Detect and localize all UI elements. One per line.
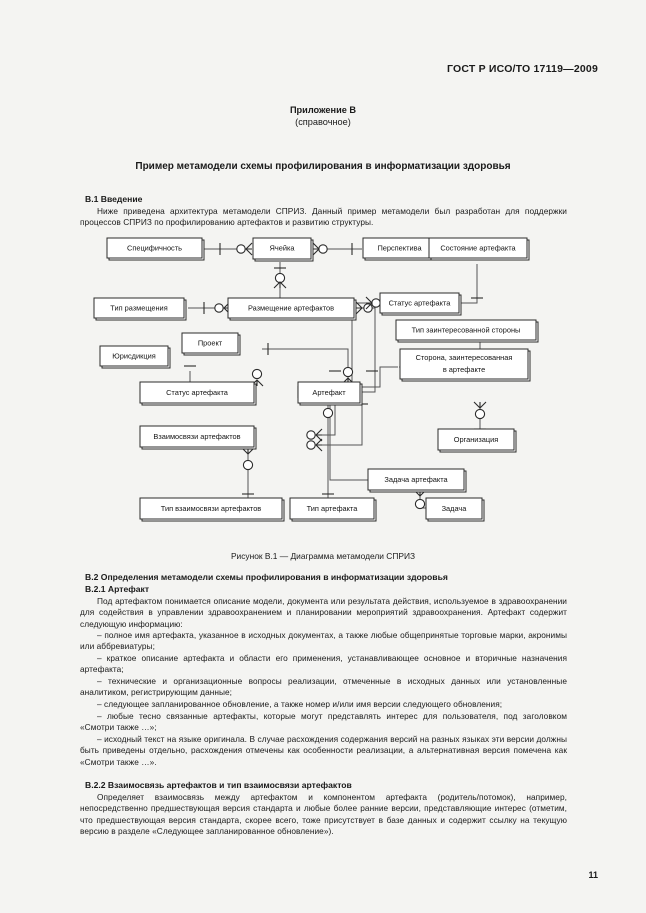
entity-artifact-placement: Размещение артефактов — [227, 297, 357, 321]
annex-title: Приложение В — [289, 105, 357, 115]
page-number: 11 — [588, 870, 598, 880]
figure-b1-diagram: Специфичность Ячейка Перспектива Состоян… — [80, 232, 580, 547]
standard-number: ГОСТ Р ИСО/ТО 17119—2009 — [446, 63, 598, 75]
entity-project: Проект — [181, 332, 241, 356]
entity-label: Тип артефакта — [307, 504, 359, 513]
bullet-item: – исходный текст на языке оригинала. В с… — [80, 734, 567, 767]
entity-label: Сторона, заинтересованная — [416, 353, 513, 362]
entity-label: Статус артефакта — [166, 388, 229, 397]
entity-label: Перспектива — [377, 243, 422, 252]
entity-label: Проект — [198, 338, 223, 347]
heading-b21: В.2.1 Артефакт — [85, 584, 150, 594]
entity-artifact-type: Тип артефакта — [289, 497, 377, 522]
entity-label: Тип взаимосвязи артефактов — [161, 504, 262, 513]
entity-label: Ячейка — [270, 243, 296, 252]
entity-specificity: Специфичность — [106, 237, 205, 261]
entity-artifact-relations: Взаимосвязи артефактов — [139, 425, 257, 450]
bullet-item: – следующее запланированное обновление, … — [97, 699, 503, 709]
entity-label: Задача — [442, 504, 468, 513]
entity-artifact: Артефакт — [297, 381, 363, 406]
entity-placement-type: Тип размещения — [93, 297, 187, 321]
annex-title-block: Приложение В (справочное) — [0, 104, 646, 128]
heading-b2: В.2 Определения метамодели схемы профили… — [85, 572, 448, 582]
entity-artifact-status-top: Статус артефакта — [379, 292, 462, 316]
paragraph-b22: Определяет взаимосвязь между артефактом … — [80, 792, 567, 836]
paragraph-b21: Под артефактом понимается описание модел… — [80, 596, 567, 629]
entity-label: Артефакт — [312, 388, 346, 397]
entity-label: Задача артефакта — [384, 475, 448, 484]
page-title: Пример метамодели схемы профилирования в… — [135, 161, 511, 172]
entity-artifact-status-left: Статус артефакта — [139, 381, 257, 406]
entity-label: Статус артефакта — [389, 298, 452, 307]
entity-task: Задача — [425, 497, 485, 522]
entity-label: Тип заинтересованной стороны — [412, 325, 521, 334]
figure-caption: Рисунок В.1 — Диаграмма метамодели СПРИЗ — [230, 551, 416, 561]
entity-label: Тип размещения — [110, 303, 167, 312]
paragraph-b1: Ниже приведена архитектура метамодели СП… — [80, 206, 567, 228]
entity-artifact-state: Состояние артефакта — [428, 237, 530, 261]
entity-artifact-task: Задача артефакта — [367, 468, 467, 493]
entity-label: Специфичность — [127, 243, 182, 252]
entity-label: Размещение артефактов — [248, 303, 334, 312]
entity-stakeholder-in-artifact: Сторона, заинтересованная в артефакте — [399, 348, 531, 382]
entity-label: Юрисдикция — [112, 351, 155, 360]
entity-label: Состояние артефакта — [440, 243, 516, 252]
bullet-item: – технические и организационные вопросы … — [80, 676, 567, 698]
entity-relation-type: Тип взаимосвязи артефактов — [139, 497, 285, 522]
entity-jurisdiction: Юрисдикция — [99, 345, 171, 369]
entity-cell: Ячейка — [252, 237, 314, 262]
entity-label: Организация — [454, 435, 499, 444]
heading-b1: В.1 Введение — [85, 194, 143, 204]
heading-b22: В.2.2 Взаимосвязь артефактов и тип взаим… — [85, 780, 352, 790]
annex-subtitle: (справочное) — [295, 117, 351, 127]
entity-perspective: Перспектива — [362, 237, 439, 261]
bullet-item: – краткое описание артефакта и области е… — [80, 653, 567, 675]
entity-label: Взаимосвязи артефактов — [153, 432, 240, 441]
entity-organization: Организация — [437, 428, 517, 453]
entity-label: в артефакте — [443, 365, 485, 374]
entity-stakeholder-type: Тип заинтересованной стороны — [395, 319, 539, 343]
bullet-item: – полное имя артефакта, указанное в исхо… — [80, 630, 567, 652]
bullet-item: – любые тесно связанные артефакты, котор… — [80, 711, 567, 733]
